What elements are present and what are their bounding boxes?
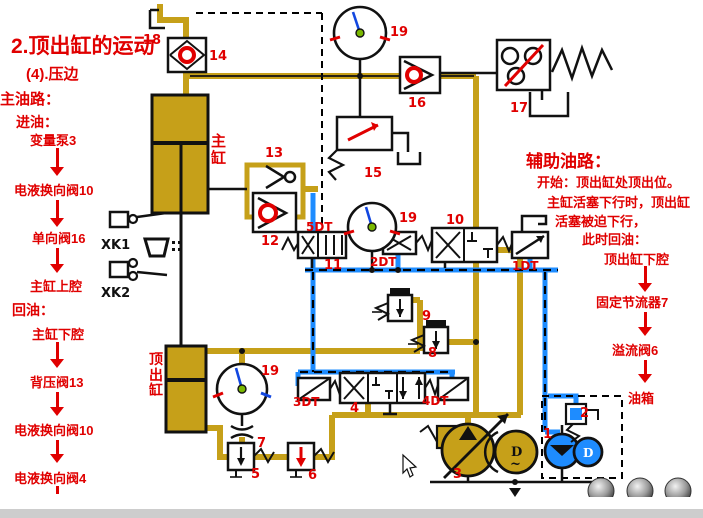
label-xk1: XK1 (101, 238, 130, 253)
tank-symbol (509, 488, 521, 497)
aux-line: 开始：顶出缸处顶出位。 (537, 175, 681, 190)
aux-motor: D (572, 436, 604, 468)
label-15: 15 (364, 166, 382, 181)
relief-valve-9 (372, 288, 414, 323)
fixed-throttle-7 (230, 424, 254, 440)
limit-switch-xk2 (108, 257, 168, 282)
pressure-gauge-bottom (212, 362, 272, 416)
flow-step: 主缸上腔 (30, 279, 83, 294)
label-6: 6 (308, 468, 317, 483)
aux-step: 顶出缸下腔 (604, 252, 670, 267)
label-5: 5 (251, 467, 260, 482)
motor-main-letter: D (511, 445, 522, 460)
pilot-valve-1dt (510, 214, 550, 260)
aux-circuit-heading: 辅助油路： (526, 152, 611, 171)
check-valve-14 (166, 36, 208, 74)
pressure-relay-17 (495, 38, 614, 92)
label-16: 16 (408, 96, 426, 111)
oil-in-heading: 进油： (16, 114, 58, 130)
relief-valve-2 (564, 402, 599, 443)
relief-valve-6 (286, 441, 335, 478)
electric-motor-main: D ~ (483, 429, 539, 475)
page-title: 2.顶出缸的运动 (11, 35, 155, 58)
limit-switch-xk1 (108, 210, 167, 229)
directional-valve-10 (430, 226, 514, 264)
label-7: 7 (257, 436, 266, 451)
flow-step: 电液换向阀4 (14, 471, 87, 486)
directional-valve-4 (296, 371, 470, 405)
check-valve-12 (251, 191, 298, 234)
motor-main-tilde: ~ (510, 457, 521, 472)
label-8: 8 (428, 346, 437, 361)
label-19-mid: 19 (399, 211, 417, 226)
check-valve-16 (398, 55, 442, 95)
aux-step: 固定节流器7 (596, 295, 669, 310)
flow-step: 电液换向阀10 (14, 183, 94, 198)
label-10: 10 (446, 213, 464, 228)
cam-wedge (142, 237, 181, 258)
label-13: 13 (265, 146, 283, 161)
backpressure-valve-5 (226, 441, 275, 478)
label-14: 14 (209, 49, 227, 64)
aux-step: 油箱 (628, 391, 655, 406)
label-9: 9 (422, 309, 431, 324)
aux-step: 溢流阀6 (612, 343, 659, 358)
pilot-valve-11 (281, 230, 348, 260)
label-2dt: 2DT (370, 255, 397, 269)
motor-aux-letter: D (583, 446, 593, 460)
label-18: 18 (143, 33, 161, 48)
label-19-top: 19 (390, 25, 408, 40)
flow-step: 背压阀13 (30, 375, 84, 390)
page-subtitle: (4).压边 (26, 66, 79, 83)
label-1: 1 (543, 427, 552, 442)
relief-valve-15 (327, 115, 394, 181)
aux-line: 此时回油： (582, 232, 648, 247)
main-cylinder-label: 主缸 (211, 133, 227, 167)
mouse-cursor (402, 453, 418, 478)
label-xk2: XK2 (101, 286, 130, 301)
label-5dt: 5DT (306, 220, 333, 234)
label-19-bot: 19 (261, 364, 279, 379)
ejection-cylinder (164, 344, 208, 434)
label-3: 3 (453, 467, 462, 482)
main-cylinder (150, 93, 210, 215)
variable-pump-3 (419, 413, 509, 479)
pressure-gauge-mid (343, 201, 401, 253)
label-12: 12 (261, 234, 279, 249)
main-circuit-heading: 主油路： (0, 91, 61, 108)
label-2: 2 (580, 406, 589, 421)
flow-step: 主缸下腔 (32, 327, 85, 342)
component-labels: 18 14 19 16 17 15 13 12 5DT 11 19 2DT 10… (101, 25, 589, 483)
label-1dt: 1DT (512, 259, 539, 273)
ejection-cylinder-label: 顶出缸 (149, 351, 163, 399)
pilot-control-lines (196, 12, 623, 479)
bottom-gray-strip (0, 509, 703, 518)
pilot-check-valve-13 (265, 164, 297, 190)
flow-step: 变量泵3 (30, 133, 77, 148)
label-3dt: 3DT (293, 395, 320, 409)
label-4: 4 (350, 401, 359, 416)
relief-valve-8 (408, 320, 450, 355)
label-4dt: 4DT (422, 394, 449, 408)
aux-line: 主缸活塞下行时，顶出缸 (547, 195, 691, 210)
aux-line: 活塞被迫下行， (555, 214, 647, 229)
label-11: 11 (324, 258, 342, 273)
flow-step: 单向阀16 (32, 231, 86, 246)
oil-return-heading: 回油： (12, 302, 54, 318)
flow-step: 电液换向阀10 (14, 423, 94, 438)
pressure-gauge-top (329, 5, 391, 61)
label-17: 17 (510, 101, 528, 116)
junction-dots (239, 73, 518, 485)
